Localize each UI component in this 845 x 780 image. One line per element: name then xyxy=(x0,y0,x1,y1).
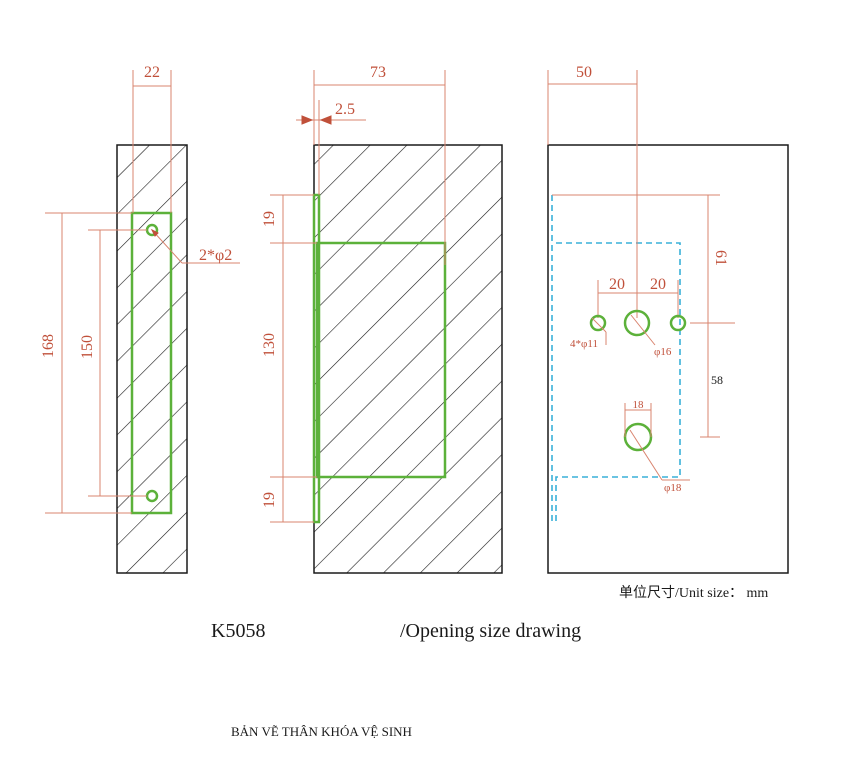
left-view: 22 168 150 2*φ2 xyxy=(40,64,240,574)
center-hole xyxy=(623,309,651,337)
middle-cavity xyxy=(315,241,447,479)
right-side-dim: 58 xyxy=(711,373,723,387)
middle-hatched-body xyxy=(314,145,502,573)
small-hole-right xyxy=(669,314,687,332)
left-body-outline xyxy=(116,144,188,574)
lower-hole xyxy=(623,422,653,452)
center-hole-label: φ16 xyxy=(654,346,672,358)
left-faceplate xyxy=(130,211,173,515)
lower-dim: 18 xyxy=(633,399,645,411)
right-width-dim: 50 xyxy=(576,64,592,81)
middle-view: 73 2.5 19 130 19 xyxy=(261,64,503,574)
left-overall-dim: 168 xyxy=(40,334,57,358)
unit-note: 单位尺寸/Unit size： mm xyxy=(619,585,768,601)
right-spacing-right: 20 xyxy=(650,276,666,293)
small-hole-label: 4*φ11 xyxy=(570,338,598,350)
left-hole-spacing-dim: 150 xyxy=(79,335,96,359)
left-width-dim: 22 xyxy=(144,64,160,81)
right-view: 50 61 58 20 20 4*φ11 φ16 18 φ18 xyxy=(547,64,789,574)
model-label: K5058 xyxy=(211,620,265,642)
middle-offset-dim: 2.5 xyxy=(335,101,355,118)
small-hole-left xyxy=(589,314,607,332)
drawing-subtitle: /Opening size drawing xyxy=(400,620,581,642)
cavity-outline xyxy=(555,242,681,523)
middle-bottom-dim: 19 xyxy=(261,492,278,508)
middle-middle-dim: 130 xyxy=(261,333,278,357)
right-spacing-left: 20 xyxy=(609,276,625,293)
footer-title: BẢN VẼ THÂN KHÓA VỆ SINH xyxy=(231,724,412,739)
right-vertical-dim: 61 xyxy=(712,250,729,266)
left-hatched-body xyxy=(117,145,187,573)
left-hole-label: 2*φ2 xyxy=(199,247,232,264)
middle-width-dim: 73 xyxy=(370,64,386,81)
lower-hole-label: φ18 xyxy=(664,482,682,494)
middle-faceplate xyxy=(312,193,321,524)
right-body-outline xyxy=(547,144,789,574)
middle-top-dim: 19 xyxy=(261,211,278,227)
